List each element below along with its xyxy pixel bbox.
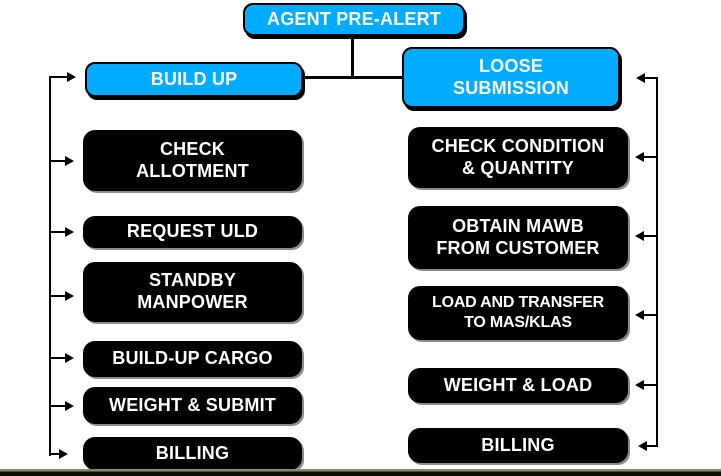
arrow-shaft [644, 156, 657, 158]
arrowhead-left-icon [635, 380, 644, 390]
arrowhead-right-icon [65, 227, 74, 237]
arrow-shaft [644, 235, 657, 237]
node-billing-left: BILLING [83, 437, 302, 470]
arrow-shaft [49, 76, 67, 78]
arrow-shaft [647, 445, 658, 447]
node-check-allotment: CHECK ALLOTMENT [83, 130, 302, 191]
arrowhead-left-icon [636, 73, 645, 83]
node-weight-load: WEIGHT & LOAD [408, 368, 628, 403]
arrowhead-left-icon [635, 152, 644, 162]
arrowhead-left-icon [635, 231, 644, 241]
node-build-up-cargo: BUILD-UP CARGO [83, 341, 302, 377]
arrowhead-right-icon [65, 156, 74, 166]
arrowhead-right-icon [65, 291, 74, 301]
right-rail-line [656, 77, 658, 447]
node-obtain-mawb: OBTAIN MAWB FROM CUSTOMER [408, 206, 628, 269]
node-request-uld: REQUEST ULD [83, 216, 302, 248]
arrow-shaft [645, 77, 657, 79]
node-build-up: BUILD UP [85, 62, 303, 97]
node-weight-submit: WEIGHT & SUBMIT [83, 387, 302, 424]
arrowhead-left-icon [635, 310, 644, 320]
arrowhead-right-icon [65, 353, 74, 363]
arrow-shaft [50, 295, 65, 297]
arrowhead-right-icon [65, 401, 74, 411]
arrow-shaft [50, 405, 65, 407]
left-rail-line [49, 76, 51, 456]
node-load-transfer: LOAD AND TRANSFER TO MAS/KLAS [408, 286, 628, 340]
arrow-shaft [50, 231, 65, 233]
arrowhead-left-icon [638, 441, 647, 451]
node-loose-submission: LOOSE SUBMISSION [402, 47, 620, 108]
node-standby-manpower: STANDBY MANPOWER [83, 262, 302, 322]
node-check-condition-quantity: CHECK CONDITION & QUANTITY [408, 127, 628, 188]
arrow-shaft [644, 314, 657, 316]
bottom-edge-band [0, 469, 721, 476]
arrow-shaft [50, 357, 65, 359]
arrow-shaft [49, 453, 59, 455]
arrow-shaft [644, 384, 657, 386]
node-billing-right: BILLING [408, 428, 628, 463]
arrowhead-right-icon [67, 72, 76, 82]
arrow-shaft [50, 160, 65, 162]
node-agent-pre-alert: AGENT PRE-ALERT [243, 3, 465, 36]
connector-branch-horizontal [303, 76, 403, 79]
arrowhead-right-icon [59, 449, 68, 459]
connector-root-down [351, 36, 354, 78]
